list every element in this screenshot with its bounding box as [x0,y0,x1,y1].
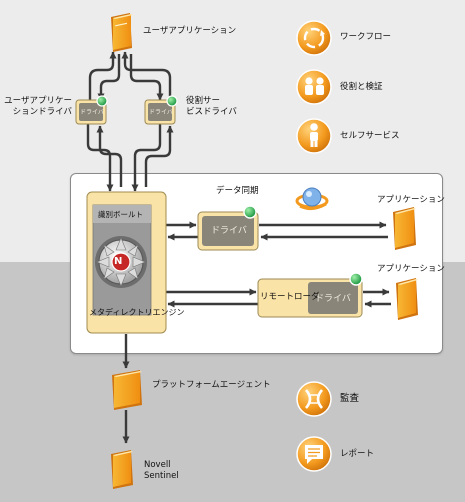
platform-agent-book-icon [112,370,142,410]
user-app-driver-box-label: ドライバ [80,109,104,116]
roles-attestation-icon [296,69,332,105]
sentinel-book-icon [111,450,133,489]
role-service-driver-box-label: ドライバ [149,109,173,116]
remote-loader-box [257,278,363,318]
data-sync-label: データ同期 [216,186,259,196]
application-1-book-icon [393,207,416,250]
report-label: レポート [340,449,375,459]
novell-sentinel-label-line1: Novell [144,460,171,470]
application-2-label: アプリケーション [377,264,445,274]
id-vault-label: 識別ボールト [98,210,143,219]
role-service-driver-icon [144,99,176,125]
roles-attestation-label: 役割と検証 [340,82,383,92]
audit-label: 監査 [340,393,360,404]
self-service-label: セルフサービス [340,131,400,141]
vault-dial-icon [95,236,147,288]
application-2-book-icon [396,278,418,320]
novell-sentinel-label: Novell Sentinel [144,460,179,482]
workflow-icon [296,20,332,56]
data-sync-icon [295,187,329,211]
user-app-driver-icon [75,99,107,125]
novell-sentinel-label-line2: Sentinel [144,471,179,481]
report-icon [296,436,332,472]
workflow-label: ワークフロー [340,32,392,42]
user-application-book-icon [111,13,133,52]
application-1-label: アプリケーション [377,195,445,205]
engine-n-badge: N [114,256,123,267]
metadirectory-engine-label: メタディレクトリエンジン [89,308,185,317]
role-service-driver-label-line1: 役割サー [186,96,221,106]
self-service-icon [296,118,332,154]
user-app-driver-label-line2: ションドライバ [12,107,72,117]
platform-agent-label: プラットフォームエージェント [152,380,271,390]
sync-driver-icon [197,211,259,251]
remote-loader-driver-box-label: ドライバ [315,294,351,304]
user-app-driver-label: ユーザアプリケー ションドライバ [0,96,72,118]
connector-arrows [86,51,391,444]
role-service-driver-label-line2: ビスドライバ [186,107,237,117]
role-service-driver-label: 役割サー ビスドライバ [186,96,237,118]
remote-loader-label: リモートローダ [260,292,320,302]
status-indicator-icons [96,95,363,286]
sync-driver-box-label: ドライバ [211,226,247,236]
audit-icon [296,381,332,417]
user-application-label: ユーザアプリケーション [143,26,237,36]
user-app-driver-label-line1: ユーザアプリケー [4,96,72,106]
